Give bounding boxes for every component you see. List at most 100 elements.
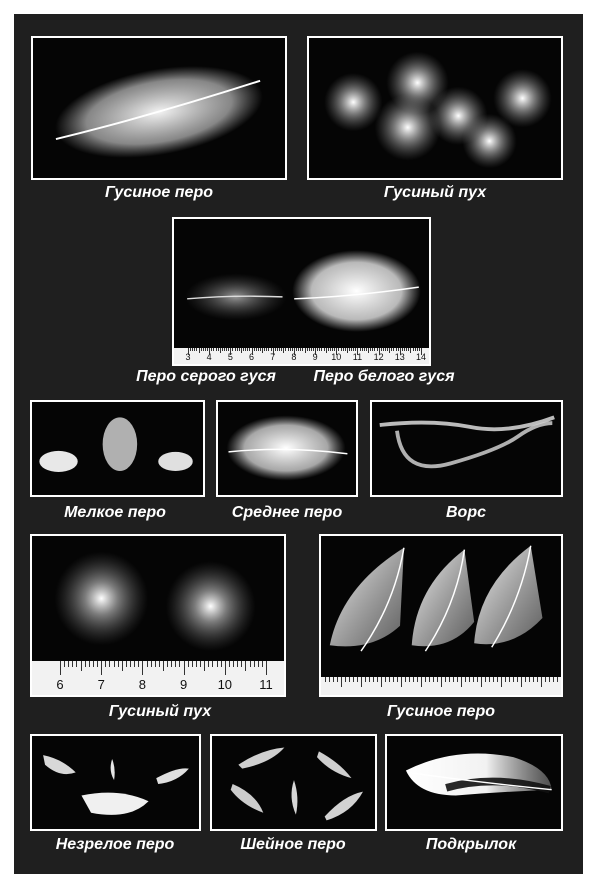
ruler-tick xyxy=(342,348,344,352)
ruler-tick xyxy=(212,661,214,668)
goose-feather-image xyxy=(55,65,263,158)
ruler-tick xyxy=(262,348,264,353)
ruler-tick xyxy=(345,677,346,682)
ruler-tick xyxy=(346,348,348,353)
fiber-photo xyxy=(370,400,563,497)
ruler-tick xyxy=(232,348,234,352)
ruler-tick xyxy=(272,348,274,355)
ruler-tick xyxy=(397,348,399,352)
ruler-tick xyxy=(315,348,317,355)
ruler-tick xyxy=(433,677,434,682)
ruler-tick xyxy=(251,348,253,355)
ruler-tick xyxy=(509,677,510,682)
ruler-tick xyxy=(76,661,78,668)
ruler-tick xyxy=(296,348,298,352)
ruler-tick xyxy=(529,677,530,682)
ruler-tick xyxy=(363,348,365,352)
ruler-tick xyxy=(372,348,374,352)
ruler-tick xyxy=(336,348,338,355)
ruler-tick xyxy=(333,677,334,682)
fiber-image xyxy=(379,415,555,469)
ruler-tick xyxy=(257,661,259,668)
ruler-tick xyxy=(200,348,202,352)
ruler-tick xyxy=(130,661,132,668)
ruler-tick xyxy=(221,348,223,352)
ruler-tick xyxy=(437,677,438,682)
ruler-tick xyxy=(261,661,263,668)
ruler-tick xyxy=(332,348,334,352)
ruler-tick xyxy=(533,677,534,682)
ruler-tick xyxy=(198,348,200,353)
ruler-tick xyxy=(319,348,321,352)
ruler-tick xyxy=(125,661,127,668)
ruler-label: 6 xyxy=(249,352,255,362)
ruler-label: 8 xyxy=(138,677,147,692)
ruler-tick xyxy=(317,348,319,352)
ruler-tick xyxy=(374,348,376,352)
ruler-tick xyxy=(179,661,181,668)
ruler-tick xyxy=(194,348,196,352)
caption-white-goose-feather: Перо белого гуся xyxy=(313,368,455,385)
ruler-tick xyxy=(361,348,363,352)
ruler-tick xyxy=(418,348,420,352)
ruler-tick xyxy=(465,677,466,682)
ruler-tick xyxy=(113,661,115,668)
ruler-tick xyxy=(473,677,474,682)
ruler-tick xyxy=(213,348,215,352)
ruler-tick xyxy=(445,677,446,682)
ruler-tick xyxy=(501,677,502,687)
ruler-tick xyxy=(97,661,99,668)
ruler-tick xyxy=(291,348,293,352)
ruler-label: 13 xyxy=(394,352,405,362)
ruler-tick xyxy=(183,661,185,675)
ruler-tick xyxy=(117,661,119,668)
ruler-tick xyxy=(230,348,232,355)
ruler-tick xyxy=(409,677,410,682)
ruler-tick xyxy=(101,661,103,675)
ruler-tick xyxy=(285,348,287,352)
ruler-tick xyxy=(517,677,518,682)
ruler-tick xyxy=(146,661,148,668)
ruler-tick xyxy=(217,348,219,352)
ruler-tick xyxy=(537,677,538,682)
ruler-tick xyxy=(321,348,323,352)
ruler-tick xyxy=(249,661,251,668)
ruler-tick xyxy=(236,348,238,352)
ruler-tick xyxy=(425,677,426,682)
ruler-tick xyxy=(461,677,462,687)
ruler-tick xyxy=(171,661,173,668)
ruler-label: 3 xyxy=(185,352,191,362)
ruler-tick xyxy=(406,348,408,352)
ruler-label: 6 xyxy=(56,677,64,692)
ruler-tick xyxy=(449,677,450,682)
ruler-tick xyxy=(389,348,391,353)
ruler-tick xyxy=(158,661,160,668)
ruler-tick xyxy=(202,348,204,352)
ruler-tick xyxy=(216,661,218,668)
ruler-tick xyxy=(204,348,206,352)
ruler-tick xyxy=(441,677,442,687)
ruler-tick xyxy=(377,677,378,682)
ruler-label: 12 xyxy=(373,352,384,362)
ruler-tick xyxy=(88,661,90,668)
ruler-tick xyxy=(401,677,402,687)
ruler-label: 4 xyxy=(206,352,212,362)
ruler-tick xyxy=(241,661,243,668)
caption-immature-feather: Незрелое перо xyxy=(55,836,175,853)
ruler-tick xyxy=(405,677,406,682)
ruler-tick xyxy=(485,677,486,682)
immature-feather-photo xyxy=(30,734,201,831)
ruler-feathers xyxy=(321,677,561,695)
ruler-tick xyxy=(417,677,418,682)
neck-feather-photo xyxy=(210,734,377,831)
ruler-tick xyxy=(389,677,390,682)
ruler-tick xyxy=(357,348,359,355)
ruler-tick xyxy=(521,677,522,687)
ruler-tick xyxy=(365,348,367,352)
goose-down-image xyxy=(324,51,552,169)
ruler-tick xyxy=(209,348,211,355)
ruler-tick xyxy=(368,348,370,353)
ruler-tick xyxy=(64,661,66,668)
ruler-tick xyxy=(404,348,406,352)
ruler-tick xyxy=(341,677,342,687)
